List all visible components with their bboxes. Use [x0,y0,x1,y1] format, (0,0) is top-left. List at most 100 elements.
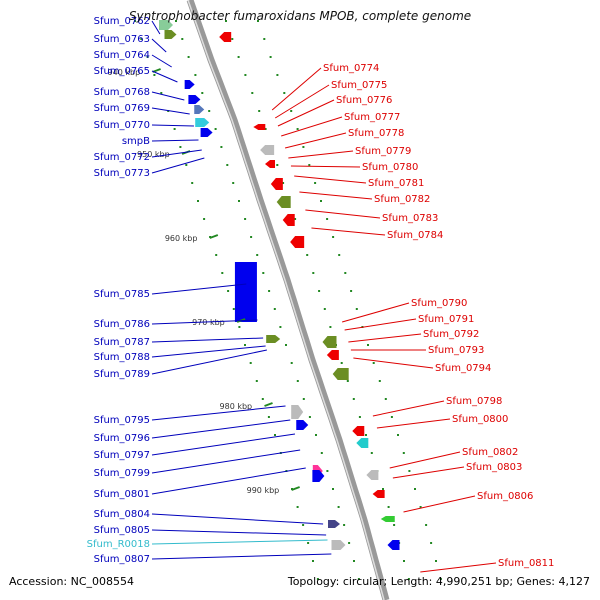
label-connector [151,139,199,142]
guide-dot [430,542,433,544]
guide-dot [382,488,384,490]
label-connector [151,405,286,421]
reverse-gene [352,426,365,436]
reverse-gene [356,438,369,448]
guide-dot [283,92,286,94]
guide-dot [378,380,381,382]
label-connector [151,433,296,456]
backbone-highlight [187,0,385,600]
guide-dot [358,416,361,418]
label-connector [151,419,291,439]
gene-label: Sfum_0805 [94,525,150,536]
label-connector [294,175,367,184]
guide-dot [227,290,230,292]
reverse-gene [265,160,275,168]
gene-label: Sfum_0795 [94,415,150,426]
guide-dot [290,362,293,364]
reverse-gene [322,336,337,348]
guide-dot [332,488,334,490]
reverse-gene [219,32,232,42]
guide-dot [215,254,218,256]
backbone-line [186,0,390,600]
label-connector [372,400,445,417]
guide-dot [365,434,367,436]
gene-label: Sfum_0780 [362,162,418,173]
gene-label: Sfum_0765 [94,66,150,77]
guide-dot [160,92,163,94]
reverse-gene [282,214,295,226]
gene-label: Sfum_0789 [94,369,150,380]
guide-dot [402,452,405,454]
guide-dot [302,398,305,400]
guide-dot [326,218,329,220]
guide-dot [439,578,442,580]
guide-dot [258,110,261,112]
gene-label: Sfum_0798 [446,396,502,407]
label-connector [151,449,301,474]
forward-gene [194,105,205,114]
label-connector [151,54,172,68]
gene-label: Sfum_0804 [94,509,150,520]
forward-gene [291,405,304,419]
gene-label: Sfum_0786 [94,319,150,330]
guide-dot [314,182,317,184]
guide-dot [425,524,428,526]
guide-dot [273,308,276,310]
guide-dot [244,218,247,220]
guide-dot [308,164,311,166]
guide-dot [372,362,375,364]
reverse-gene [387,540,400,550]
reverse-gene [372,490,385,498]
guide-dot [267,416,270,418]
label-connector [151,349,267,375]
gene-label: Sfum_0781 [368,178,424,189]
guide-dot [269,56,272,58]
guide-dot [203,218,206,220]
guide-dot [307,542,310,544]
gene-label: Sfum_0772 [94,152,150,163]
guide-dot [384,398,387,400]
guide-dot [323,308,326,310]
label-connector [151,513,324,525]
backbone [186,0,390,600]
guide-dot [187,56,190,58]
guide-dot [367,344,369,346]
guide-dot [220,146,223,148]
gene-label: Sfum_0779 [355,146,411,157]
gene-label: Sfum_0774 [323,63,379,74]
guide-dot [194,74,197,76]
guide-dot [226,164,229,166]
guide-dot [238,200,240,202]
reverse-gene [380,516,395,522]
label-connector [392,466,465,479]
forward-gene [164,30,177,39]
label-connector [288,150,354,159]
guide-dot [244,344,246,346]
guide-dot [173,128,176,130]
guide-dot [350,290,353,292]
forward-gene [195,118,210,127]
gene-label: Sfum_0799 [94,468,150,479]
guide-dot [414,488,416,490]
gene-label: Sfum_0811 [498,558,554,569]
label-connector [311,227,386,236]
gene-label: Sfum_0790 [411,298,467,309]
guide-dot [393,524,396,526]
guide-dot [264,128,267,130]
guide-dot [320,200,322,202]
gene-label: Sfum_0787 [94,337,150,348]
kbp-tick-mark [264,402,273,407]
forward-gene [328,520,340,528]
guide-dot [208,110,211,112]
label-connector [151,149,202,158]
kbp-tick-mark [209,234,219,239]
label-connector [305,209,381,219]
accession-label: Accession: NC_008554 [9,575,135,588]
guide-dot [403,560,405,562]
guide-dot [185,164,188,166]
guide-dot [294,218,297,220]
map-title: Syntrophobacter fumaroxidans MPOB, compl… [128,9,472,23]
guide-dot [250,236,253,238]
gene-label: Sfum_0783 [382,213,438,224]
